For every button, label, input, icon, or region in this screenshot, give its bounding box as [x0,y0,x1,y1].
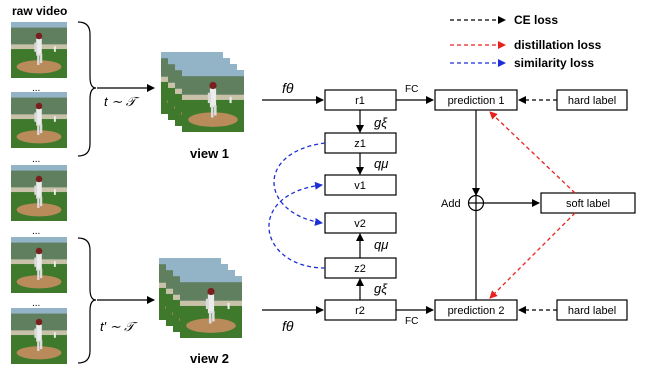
v1-box: v1 [324,174,397,196]
raw-frame-5 [11,308,67,364]
f-theta-label-2: fθ [282,318,294,334]
g-xi-label-1: gξ [374,115,388,130]
frame-ellipsis-1: ... [32,83,40,94]
z1-box: z1 [324,132,397,154]
distill-arrow-1 [489,111,576,194]
raw-frame-3 [11,165,67,221]
brace-top [77,21,97,157]
view1-stack [161,52,244,132]
q-mu-label-1: qμ [374,156,388,171]
fc-label-1: FC [405,84,418,95]
legend-ce-text: CE loss [514,13,558,27]
hard-label-text-2: hard label [568,305,616,317]
r1-text: r1 [355,95,365,107]
soft-label-box: soft label [540,192,636,214]
brace-bottom [77,237,97,364]
hard-label-box-1: hard label [556,89,628,111]
raw-frame-1 [11,22,67,78]
r1-box: r1 [324,89,397,111]
distill-arrow-2 [489,212,576,299]
f-theta-label-1: fθ [282,80,294,96]
frame-ellipsis-2: ... [32,154,40,165]
similarity-curve-z2-v1 [268,181,326,269]
prediction1-text: prediction 1 [448,95,505,107]
add-node [467,194,485,212]
t-formula: t ∼ 𝒯 [104,94,140,109]
q-mu-label-2: qμ [374,237,388,252]
v2-text: v2 [354,218,366,230]
legend: CE loss distillation loss similarity los… [450,13,602,70]
soft-label-text: soft label [566,198,610,210]
z2-text: z2 [354,263,366,275]
t-prime-formula: t′ ∼ 𝒯 [100,319,138,334]
frame-ellipsis-4: ... [32,298,40,309]
legend-distill-text: distillation loss [514,38,602,52]
frame-ellipsis-3: ... [32,226,40,237]
view1-label: view 1 [190,146,229,161]
hard-label-text-1: hard label [568,95,616,107]
r2-box: r2 [324,299,397,321]
prediction1-box: prediction 1 [434,89,518,111]
r2-text: r2 [355,305,365,317]
z2-box: z2 [324,257,397,279]
legend-similarity-text: similarity loss [514,56,594,70]
v1-text: v1 [354,180,366,192]
similarity-curve-z1-v2 [273,142,326,226]
z1-text: z1 [354,138,366,150]
raw-video-label: raw video [12,4,67,18]
prediction2-box: prediction 2 [434,299,518,321]
prediction2-text: prediction 2 [448,305,505,317]
g-xi-label-2: gξ [374,281,388,296]
raw-frame-4 [11,237,67,293]
raw-frame-2 [11,92,67,148]
fc-label-2: FC [405,316,418,327]
hard-label-box-2: hard label [556,299,628,321]
v2-box: v2 [324,212,397,234]
add-label: Add [441,198,461,210]
view2-stack [159,258,242,338]
view2-label: view 2 [190,351,229,366]
